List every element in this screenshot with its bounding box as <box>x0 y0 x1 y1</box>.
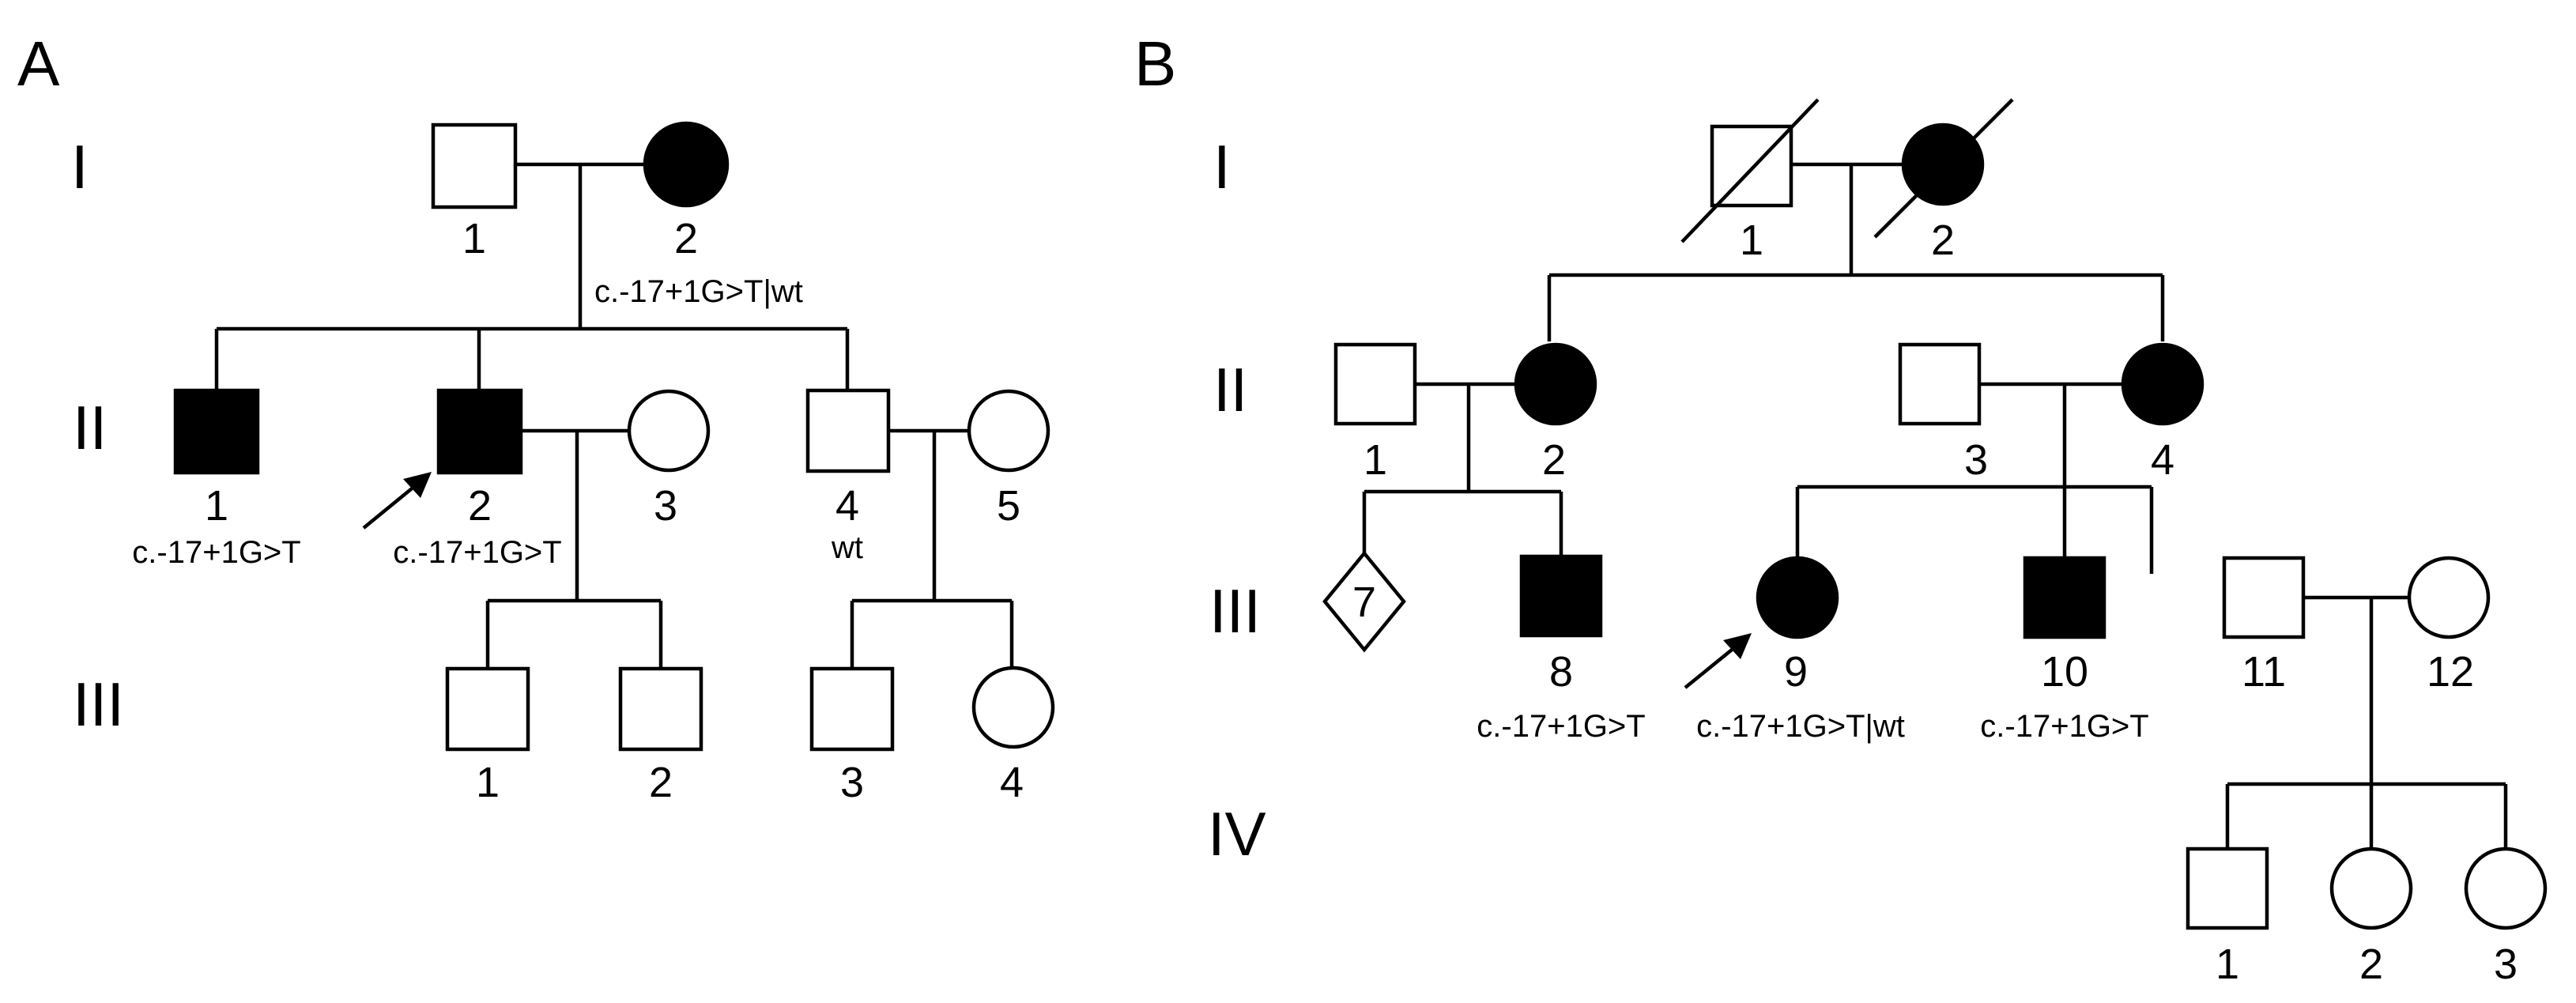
affected-female-symbol-b-ii-4 <box>2121 342 2204 426</box>
affected-male-symbol-b-iii-10 <box>2023 556 2106 639</box>
generation-label-b-2: II <box>1213 355 1247 424</box>
individual-number: 4 <box>1000 759 1024 806</box>
male-symbol-a-iii-3 <box>809 666 895 752</box>
affected-male-symbol-a-ii-1 <box>173 388 260 475</box>
female-symbol-a-ii-3 <box>627 389 711 473</box>
genotype-label: c.-17+1G>T <box>1980 709 2148 744</box>
proband-arrow <box>362 472 432 530</box>
affected-male-symbol-a-ii-2 <box>436 388 523 475</box>
genotype-label: c.-17+1G>T|wt <box>1696 709 1905 744</box>
genotype-label: c.-17+1G>T <box>393 535 561 570</box>
individual-number: 3 <box>840 759 864 806</box>
individual-number: 3 <box>654 482 677 530</box>
individual-number: 4 <box>835 482 859 530</box>
individual-number: 1 <box>476 759 500 806</box>
genotype-label: c.-17+1G>T|wt <box>594 274 803 309</box>
proband-arrow <box>1684 633 1752 689</box>
male-symbol-b-ii-3 <box>1898 342 1982 426</box>
generation-label-b-4: IV <box>1208 799 1266 869</box>
female-symbol-b-iv-3 <box>2464 847 2548 930</box>
individual-number: 2 <box>1542 436 1566 484</box>
deceased-marker <box>1680 98 1820 243</box>
unknown-sex-symbol-b-iii-7 <box>1322 550 1406 653</box>
pedigree-panel-a: A I II III 1 2 c.-17+1G>T|wt <box>17 28 1055 806</box>
individual-number: 1 <box>2216 941 2239 988</box>
individual-number: 1 <box>1363 436 1387 484</box>
female-symbol-a-ii-5 <box>967 389 1050 473</box>
female-symbol-b-iv-2 <box>2329 847 2413 930</box>
individual-number: 4 <box>2151 436 2174 484</box>
individual-number: 5 <box>997 482 1020 530</box>
individual-number: 11 <box>2242 648 2286 696</box>
female-symbol-a-iii-4 <box>971 666 1055 749</box>
individual-number: 2 <box>2359 941 2383 988</box>
genotype-label: c.-17+1G>T <box>132 535 300 570</box>
individual-number: 1 <box>462 215 486 262</box>
individual-number: 9 <box>1784 648 1808 696</box>
generation-label-b-1: I <box>1213 132 1231 202</box>
male-symbol-b-iv-1 <box>2186 847 2269 930</box>
generation-label-b-3: III <box>1209 576 1261 646</box>
pedigree-panel-b: B I II III IV <box>1134 28 2548 988</box>
affected-female-symbol-b-ii-2 <box>1514 342 1597 426</box>
individual-number: 8 <box>1549 648 1573 696</box>
affected-female-symbol-a-i-2 <box>643 121 730 208</box>
pedigree-lines-b <box>1362 162 2508 849</box>
sibship-count: 7 <box>1352 579 1376 626</box>
affected-male-symbol-b-iii-8 <box>1519 554 1603 638</box>
individual-number: 2 <box>649 759 673 806</box>
male-symbol-a-i-1 <box>431 123 518 209</box>
individual-number: 2 <box>468 482 492 530</box>
genotype-label: wt <box>831 530 863 565</box>
male-symbol-a-iii-1 <box>445 666 530 752</box>
male-symbol-a-iii-2 <box>618 666 703 752</box>
individual-number: 12 <box>2427 648 2474 696</box>
generation-label-a-3: III <box>73 669 124 739</box>
panel-label-a: A <box>17 28 60 99</box>
deceased-marker <box>1873 98 2014 239</box>
pedigree-lines-a <box>214 162 1014 669</box>
generation-label-a-1: I <box>71 132 89 202</box>
individual-number: 1 <box>205 482 228 530</box>
affected-female-symbol-b-iii-9 <box>1756 556 1839 639</box>
genotype-label: c.-17+1G>T <box>1477 709 1645 744</box>
male-symbol-b-ii-1 <box>1333 342 1417 426</box>
deceased-affected-female-symbol-b-i-2 <box>1901 123 1985 206</box>
female-symbol-b-iii-12 <box>2407 556 2491 639</box>
individual-number: 10 <box>2041 648 2088 696</box>
individual-number: 2 <box>674 215 698 262</box>
generation-label-a-2: II <box>73 393 107 462</box>
individual-number: 2 <box>1931 217 1955 264</box>
male-symbol-b-iii-11 <box>2222 556 2306 639</box>
individual-number: 3 <box>2494 941 2518 988</box>
panel-label-b: B <box>1134 28 1176 99</box>
male-symbol-a-ii-4 <box>805 388 891 473</box>
individual-number: 1 <box>1740 217 1763 264</box>
individual-number: 3 <box>1964 436 1988 484</box>
